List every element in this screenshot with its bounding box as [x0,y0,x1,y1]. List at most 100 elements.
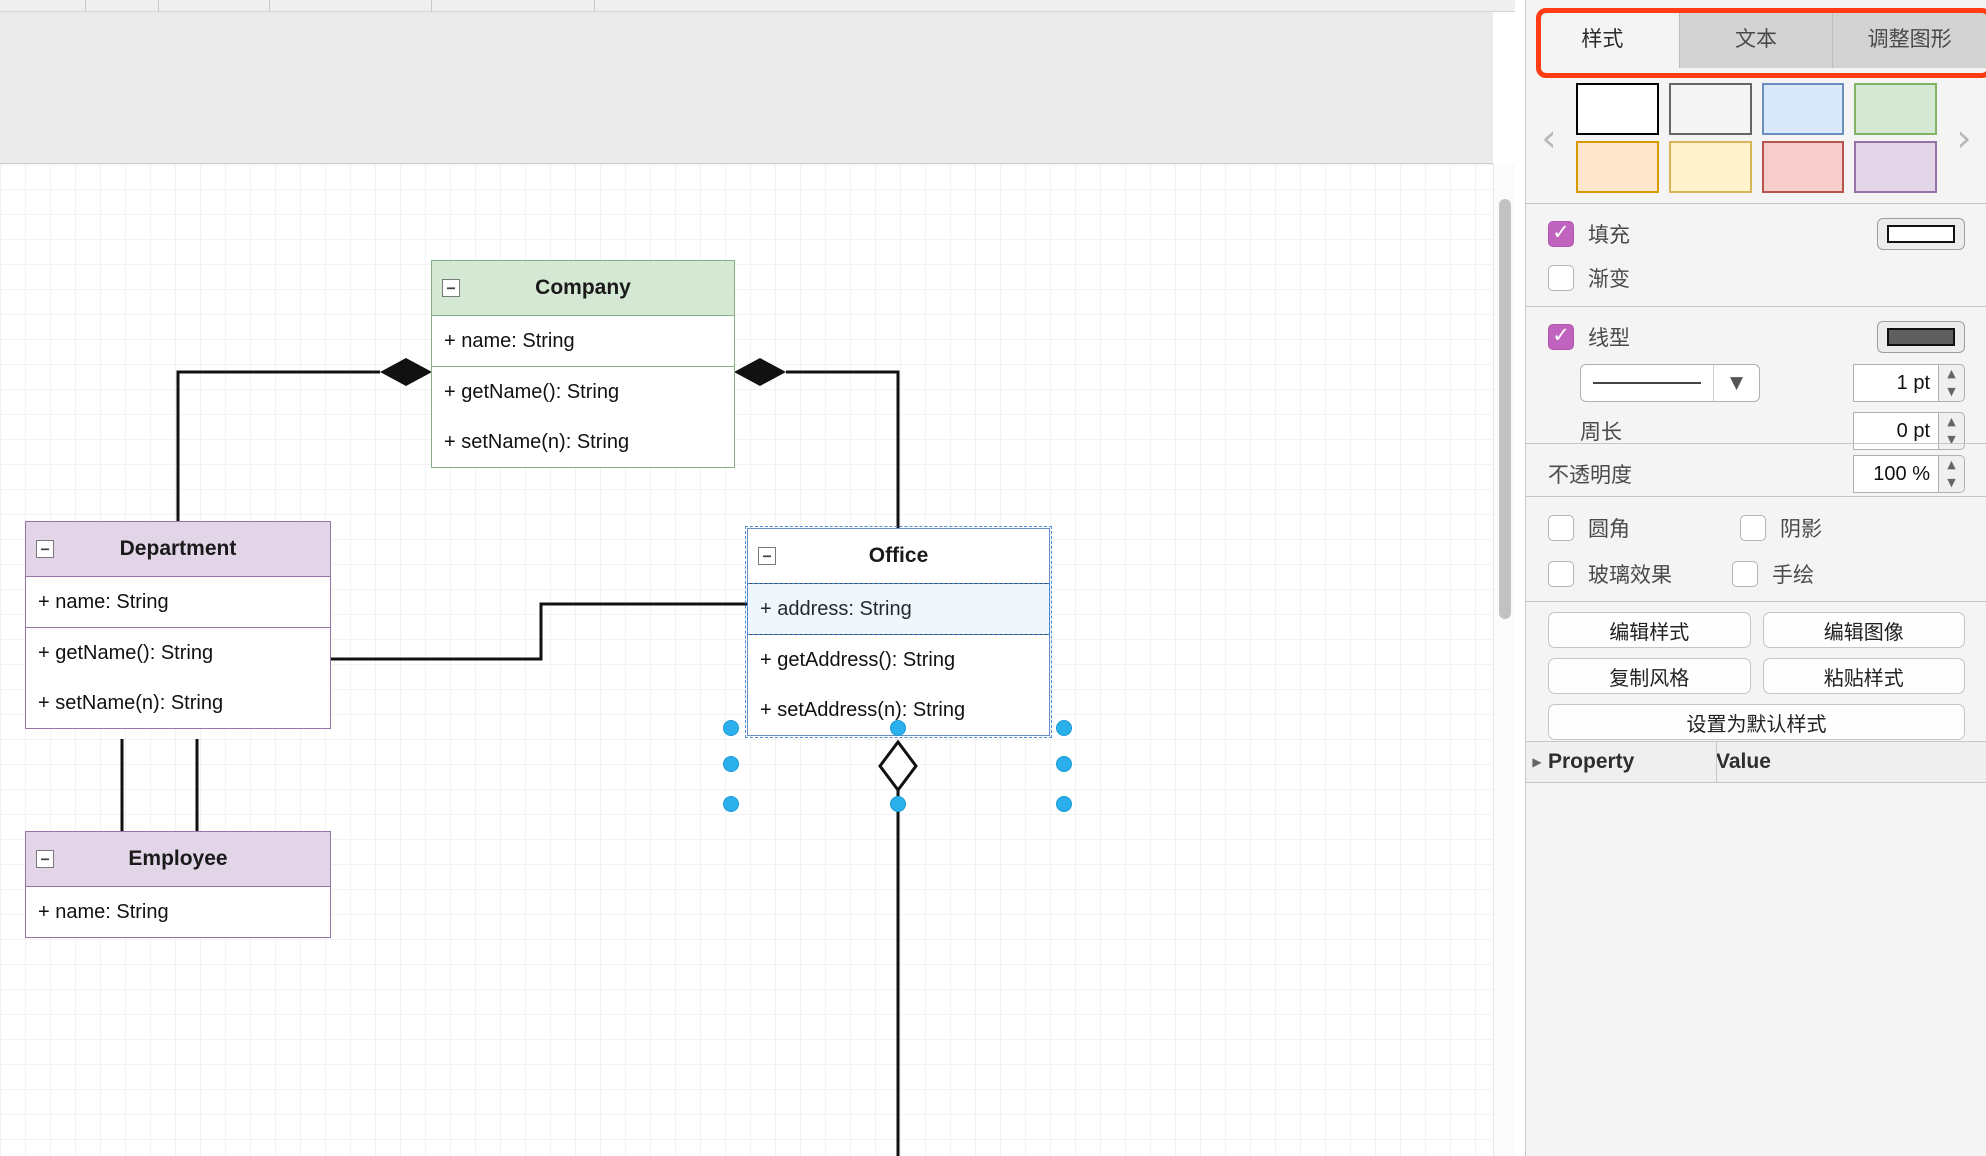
perimeter-stepper[interactable]: 0 pt ▲ ▼ [1853,412,1965,450]
uml-method[interactable]: + getName(): String [38,642,214,664]
section-divider [1526,203,1986,204]
resize-handle-right-bottom[interactable] [1056,796,1072,812]
collapse-icon[interactable]: − [36,540,54,558]
toolbar-divider [85,0,86,12]
swatch-red[interactable] [1761,141,1845,193]
uml-attribute[interactable]: + name: String [38,591,169,613]
swatch-green[interactable] [1854,83,1937,135]
stepper-down-icon[interactable]: ▼ [1947,433,1956,446]
resize-handle-bottom-center[interactable] [890,796,906,812]
panel-tabbar: 样式 文本 调整图形 [1526,10,1986,68]
resize-handle-left-middle[interactable] [723,756,739,772]
line-width-arrows[interactable]: ▲ ▼ [1939,364,1965,402]
swatch-white[interactable] [1576,83,1659,135]
uml-divider [26,627,330,628]
property-table-body[interactable] [1526,783,1986,1156]
uml-method[interactable]: + setAddress(n): String [760,699,966,721]
opacity-label: 不透明度 [1548,464,1632,487]
uml-class-department[interactable]: − Department + name: String + getName():… [25,521,331,729]
uml-class-company[interactable]: − Company + name: String + getName(): St… [431,260,735,468]
chevron-down-icon[interactable]: ▼ [1713,365,1759,401]
style-actions-section: 编辑样式 编辑图像 复制风格 粘贴样式 设置为默认样式 [1526,612,1986,740]
swatch-yellow[interactable] [1668,141,1752,193]
effects-section: 圆角 阴影 玻璃效果 手绘 [1526,505,1986,597]
line-width-stepper[interactable]: 1 pt ▲ ▼ [1853,364,1965,402]
uml-attribute[interactable]: + address: String [760,598,912,620]
stepper-down-icon[interactable]: ▼ [1947,385,1956,398]
stepper-up-icon[interactable]: ▲ [1947,415,1956,428]
fill-color-button[interactable] [1877,218,1965,250]
uml-method[interactable]: + setName(n): String [38,692,224,714]
line-width-input[interactable]: 1 pt [1853,364,1939,402]
expand-triangle-icon[interactable]: ▶ [1532,755,1542,769]
uml-attribute[interactable]: + name: String [444,330,575,352]
uml-class-title: − Company [432,261,734,315]
tab-text[interactable]: 文本 [1679,10,1834,68]
shadow-label: 阴影 [1780,518,1822,541]
opacity-input[interactable]: 100 % [1853,455,1939,493]
edit-style-button[interactable]: 编辑样式 [1548,612,1751,648]
line-checkbox[interactable] [1548,323,1574,350]
tab-arrange[interactable]: 调整图形 [1833,10,1986,68]
opacity-stepper[interactable]: 100 % ▲ ▼ [1853,455,1965,493]
swatch-purple[interactable] [1854,141,1937,193]
canvas-header-area [0,12,1493,164]
stepper-down-icon[interactable]: ▼ [1947,476,1956,489]
edit-image-button[interactable]: 编辑图像 [1762,612,1965,648]
toolbar-divider [269,0,270,12]
diagram-canvas[interactable]: − Company + name: String + getName(): St… [0,164,1493,1156]
scrollbar-thumb[interactable] [1499,199,1511,619]
set-default-style-button[interactable]: 设置为默认样式 [1548,704,1965,740]
collapse-icon[interactable]: − [758,547,776,565]
swatch-orange[interactable] [1576,141,1659,193]
color-swatch-picker: ‹ › [1526,76,1986,200]
gradient-row: 渐变 [1526,256,1986,300]
swatch-gray[interactable] [1668,83,1752,135]
swatch-grid [1572,83,1941,193]
uml-class-office[interactable]: − Office + address: String + getAddress(… [745,526,1052,738]
uml-class-employee[interactable]: − Employee + name: String [25,831,331,938]
perimeter-input[interactable]: 0 pt [1853,412,1939,450]
tab-style[interactable]: 样式 [1526,10,1680,68]
resize-handle-right-top[interactable] [1056,720,1072,736]
collapse-icon[interactable]: − [442,279,460,297]
fill-section: 填充 渐变 [1526,212,1986,300]
swatch-blue[interactable] [1761,83,1845,135]
line-style-row: ▼ 1 pt ▲ ▼ [1526,359,1986,407]
uml-method[interactable]: + getName(): String [444,381,620,403]
line-style-select[interactable]: ▼ [1580,364,1760,402]
collapse-icon[interactable]: − [36,850,54,868]
rounded-checkbox[interactable] [1548,515,1574,541]
stepper-up-icon[interactable]: ▲ [1947,367,1956,380]
resize-handle-left-top[interactable] [723,720,739,736]
paste-style-button[interactable]: 粘贴样式 [1762,658,1965,694]
uml-method[interactable]: + setName(n): String [444,431,630,453]
resize-handle-left-bottom[interactable] [723,796,739,812]
resize-handle-right-middle[interactable] [1056,756,1072,772]
chevron-right-icon[interactable]: › [1956,116,1972,160]
stepper-up-icon[interactable]: ▲ [1947,458,1956,471]
canvas-vertical-scrollbar[interactable] [1493,164,1515,1156]
line-row: 线型 [1526,315,1986,359]
value-column-header: Value [1716,750,1771,773]
uml-attribute[interactable]: + name: String [38,901,169,923]
fill-checkbox[interactable] [1548,220,1574,247]
chevron-left-icon[interactable]: ‹ [1541,116,1557,160]
gradient-checkbox[interactable] [1548,265,1574,291]
uml-method[interactable]: + getAddress(): String [760,649,956,671]
relationship-edges [120,358,918,1156]
gradient-label: 渐变 [1588,268,1630,291]
glass-checkbox[interactable] [1548,561,1574,587]
uml-class-name: Company [535,276,631,299]
perimeter-row: 周长 0 pt ▲ ▼ [1526,407,1986,455]
resize-handle-top-center[interactable] [890,720,906,736]
line-style-preview [1581,365,1713,401]
shadow-checkbox[interactable] [1740,515,1766,541]
style-panel: 样式 文本 调整图形 ‹ › 填充 渐变 [1525,0,1986,1156]
property-table-header: ▶ Property Value [1526,741,1986,784]
perimeter-arrows[interactable]: ▲ ▼ [1939,412,1965,450]
opacity-arrows[interactable]: ▲ ▼ [1939,455,1965,493]
copy-style-button[interactable]: 复制风格 [1548,658,1751,694]
line-color-button[interactable] [1877,321,1965,353]
sketch-checkbox[interactable] [1732,561,1758,587]
